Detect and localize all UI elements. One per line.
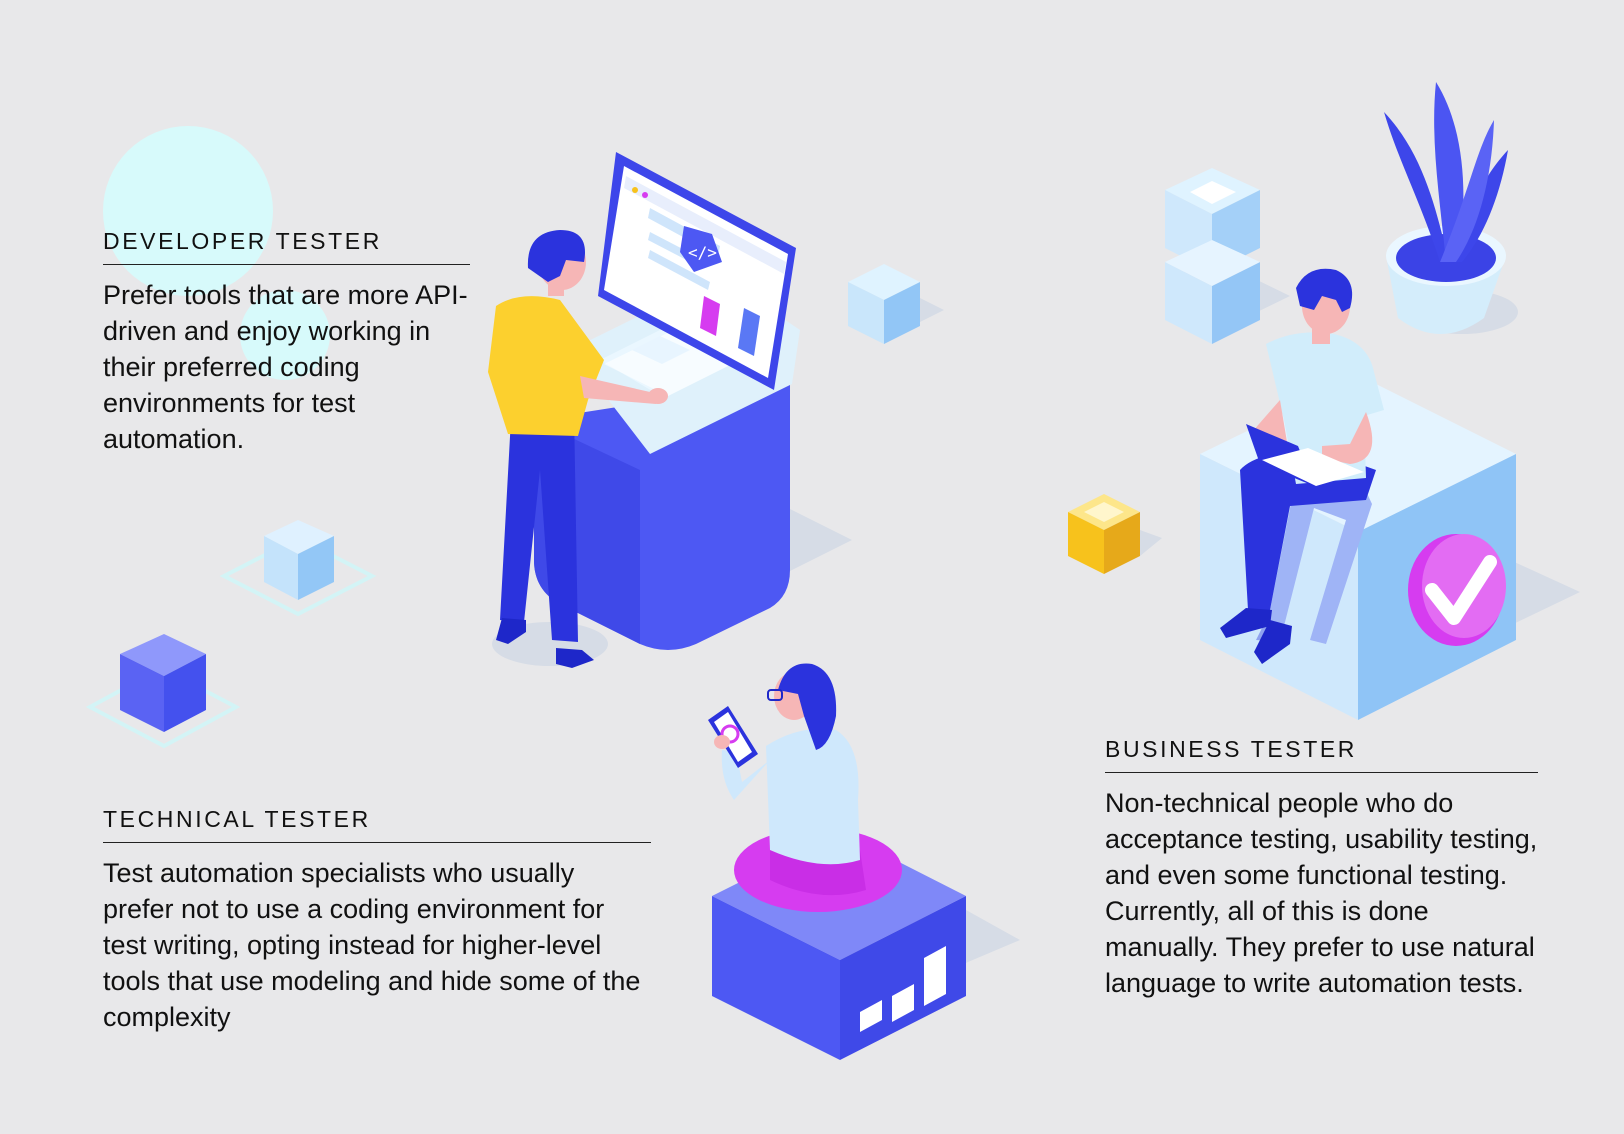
decorative-circle: [103, 126, 273, 296]
developer-person: [488, 230, 668, 668]
business-tester-description: Non-technical people who do acceptance t…: [1105, 788, 1538, 998]
developer-tester-heading: DEVELOPER TESTER: [103, 228, 470, 265]
technical-tester-description: Test automation specialists who usually …: [103, 858, 641, 1032]
developer-tester-section: DEVELOPER TESTER Prefer tools that are m…: [103, 228, 470, 457]
svg-text:</>: </>: [688, 243, 717, 262]
business-person: [1220, 268, 1384, 664]
technical-block: [712, 832, 1020, 1060]
business-tester-section: BUSINESS TESTER Non-technical people who…: [1105, 736, 1538, 1001]
plant-pot: [1384, 82, 1518, 334]
cube-small-blue: [85, 634, 241, 749]
technical-tester-section: TECHNICAL TESTER Test automation special…: [103, 806, 651, 1035]
cube-stack: [1165, 168, 1290, 344]
developer-tester-description: Prefer tools that are more API-driven an…: [103, 280, 468, 454]
business-tester-heading: BUSINESS TESTER: [1105, 736, 1538, 773]
technical-tester-heading: TECHNICAL TESTER: [103, 806, 651, 843]
developer-workstation: </>: [534, 152, 852, 650]
cube-floating: [848, 264, 944, 344]
cube-yellow: [1068, 494, 1162, 574]
cube-small-light: [219, 520, 377, 617]
technical-person: [708, 663, 902, 912]
decorative-circle-small: [240, 290, 330, 380]
